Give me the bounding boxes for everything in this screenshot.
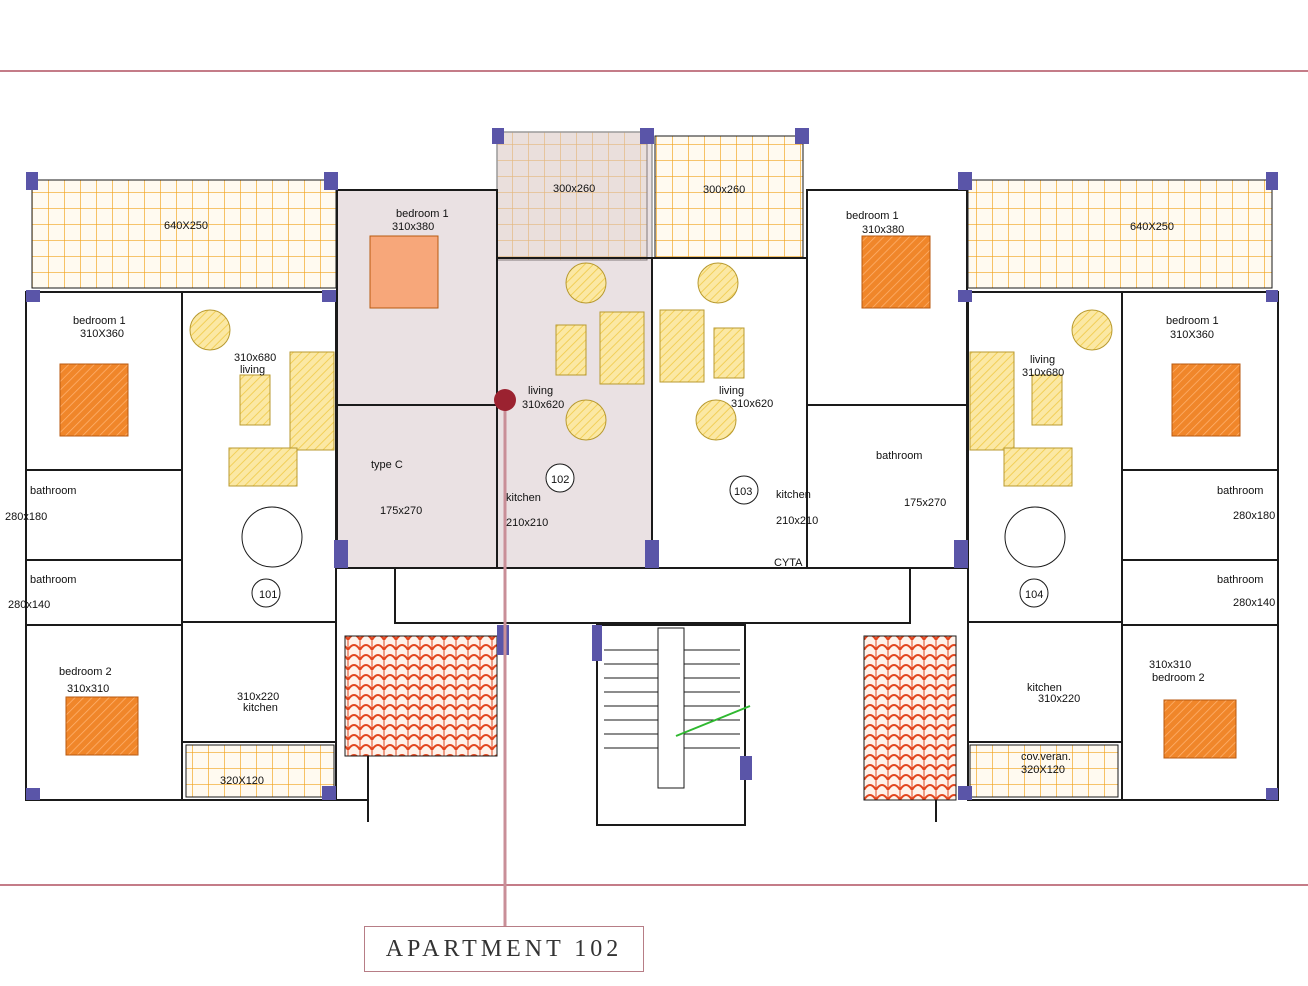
label-104-bedroom1-name: bedroom 1	[1166, 315, 1219, 327]
label-103-living-name: living	[719, 385, 744, 397]
label-101-bedroom1-size: 310X360	[80, 328, 124, 340]
label-101-number: 101	[259, 589, 277, 601]
label-104-kitchen-name: kitchen	[1027, 682, 1062, 694]
label-104-bedroom1-size: 310X360	[1170, 329, 1214, 341]
label-103-bedroom1-name: bedroom 1	[846, 210, 899, 222]
label-104-veranda-size: 320X120	[1021, 764, 1065, 776]
label-104-bathroom1-size: 280x180	[1233, 510, 1275, 522]
label-101-veranda-size: 320X120	[220, 775, 264, 787]
apartment-callout-label: APARTMENT 102	[385, 935, 623, 962]
label-102-kitchen-name: kitchen	[506, 492, 541, 504]
bed-101-bedroom2	[65, 696, 139, 756]
label-103-kitchen-name: kitchen	[776, 489, 811, 501]
callout-marker	[494, 389, 516, 411]
label-103-cyta: CYTA	[774, 557, 803, 569]
apt-103-number-circle	[729, 475, 759, 505]
staircase	[604, 627, 751, 789]
label-104-bathroom2-size: 280x140	[1233, 597, 1275, 609]
label-104-veranda-name: cov.veran.	[1021, 751, 1071, 763]
label-102-living-size: 310x620	[522, 399, 564, 411]
label-102-bedroom1-size: 310x380	[392, 221, 434, 233]
label-101-kitchen-name: kitchen	[243, 702, 278, 714]
columns	[26, 128, 1278, 800]
balcony-left	[31, 179, 337, 289]
apartment-callout-box: APARTMENT 102	[364, 926, 644, 972]
balcony-103	[654, 135, 804, 259]
label-104-living-name: living	[1030, 354, 1055, 366]
label-balcony-104: 640X250	[1130, 221, 1174, 233]
bed-101-bedroom1	[59, 363, 129, 437]
label-102-number: 102	[551, 474, 569, 486]
label-101-bathroom1-size: 280x180	[5, 511, 47, 523]
label-101-bathroom1-name: bathroom	[30, 485, 76, 497]
label-103-bedroom1-size: 310x380	[862, 224, 904, 236]
label-104-kitchen-size: 310x220	[1038, 693, 1080, 705]
label-balcony-101: 640X250	[164, 220, 208, 232]
apt-102-number-circle	[545, 463, 575, 493]
veranda-101	[185, 744, 335, 798]
label-102-kitchen-size: 210x210	[506, 517, 548, 529]
label-102-type: type C	[371, 459, 403, 471]
apt-104-number-circle	[1019, 578, 1049, 608]
label-101-living-size: 310x680	[234, 352, 276, 364]
label-103-bath-size: 175x270	[904, 497, 946, 509]
veranda-104	[969, 744, 1119, 798]
bed-103-bedroom1	[861, 235, 931, 309]
label-104-bedroom2-name: bedroom 2	[1152, 672, 1205, 684]
label-103-kitchen-size: 210x210	[776, 515, 818, 527]
label-104-bathroom1-name: bathroom	[1217, 485, 1263, 497]
label-101-bathroom2-size: 280x140	[8, 599, 50, 611]
label-101-bedroom2-size: 310x310	[67, 683, 109, 695]
label-104-bathroom2-name: bathroom	[1217, 574, 1263, 586]
bed-104-bedroom2	[1163, 699, 1237, 759]
apt-101-number-circle	[251, 578, 281, 608]
furniture	[189, 262, 1113, 568]
label-101-living-name: living	[240, 364, 265, 376]
label-104-living-size: 310x680	[1022, 367, 1064, 379]
label-103-living-size: 310x620	[731, 398, 773, 410]
label-101-bathroom2-name: bathroom	[30, 574, 76, 586]
label-102-bedroom1-name: bedroom 1	[396, 208, 449, 220]
roof-tiles-left	[344, 635, 498, 757]
label-balcony-103: 300x260	[703, 184, 745, 196]
bed-102-bedroom1	[369, 235, 439, 309]
walls	[25, 189, 1279, 826]
label-101-bedroom1-name: bedroom 1	[73, 315, 126, 327]
label-balcony-102: 300x260	[553, 183, 595, 195]
bed-104-bedroom1	[1171, 363, 1241, 437]
label-104-number: 104	[1025, 589, 1043, 601]
label-101-bedroom2-name: bedroom 2	[59, 666, 112, 678]
balcony-right	[967, 179, 1273, 289]
label-104-bedroom2-size: 310x310	[1149, 659, 1191, 671]
label-102-living-name: living	[528, 385, 553, 397]
label-101-kitchen-size: 310x220	[237, 691, 279, 703]
label-103-bathroom-name: bathroom	[876, 450, 922, 462]
label-102-bath-size: 175x270	[380, 505, 422, 517]
roof-tiles-right	[863, 635, 957, 801]
label-103-number: 103	[734, 486, 752, 498]
